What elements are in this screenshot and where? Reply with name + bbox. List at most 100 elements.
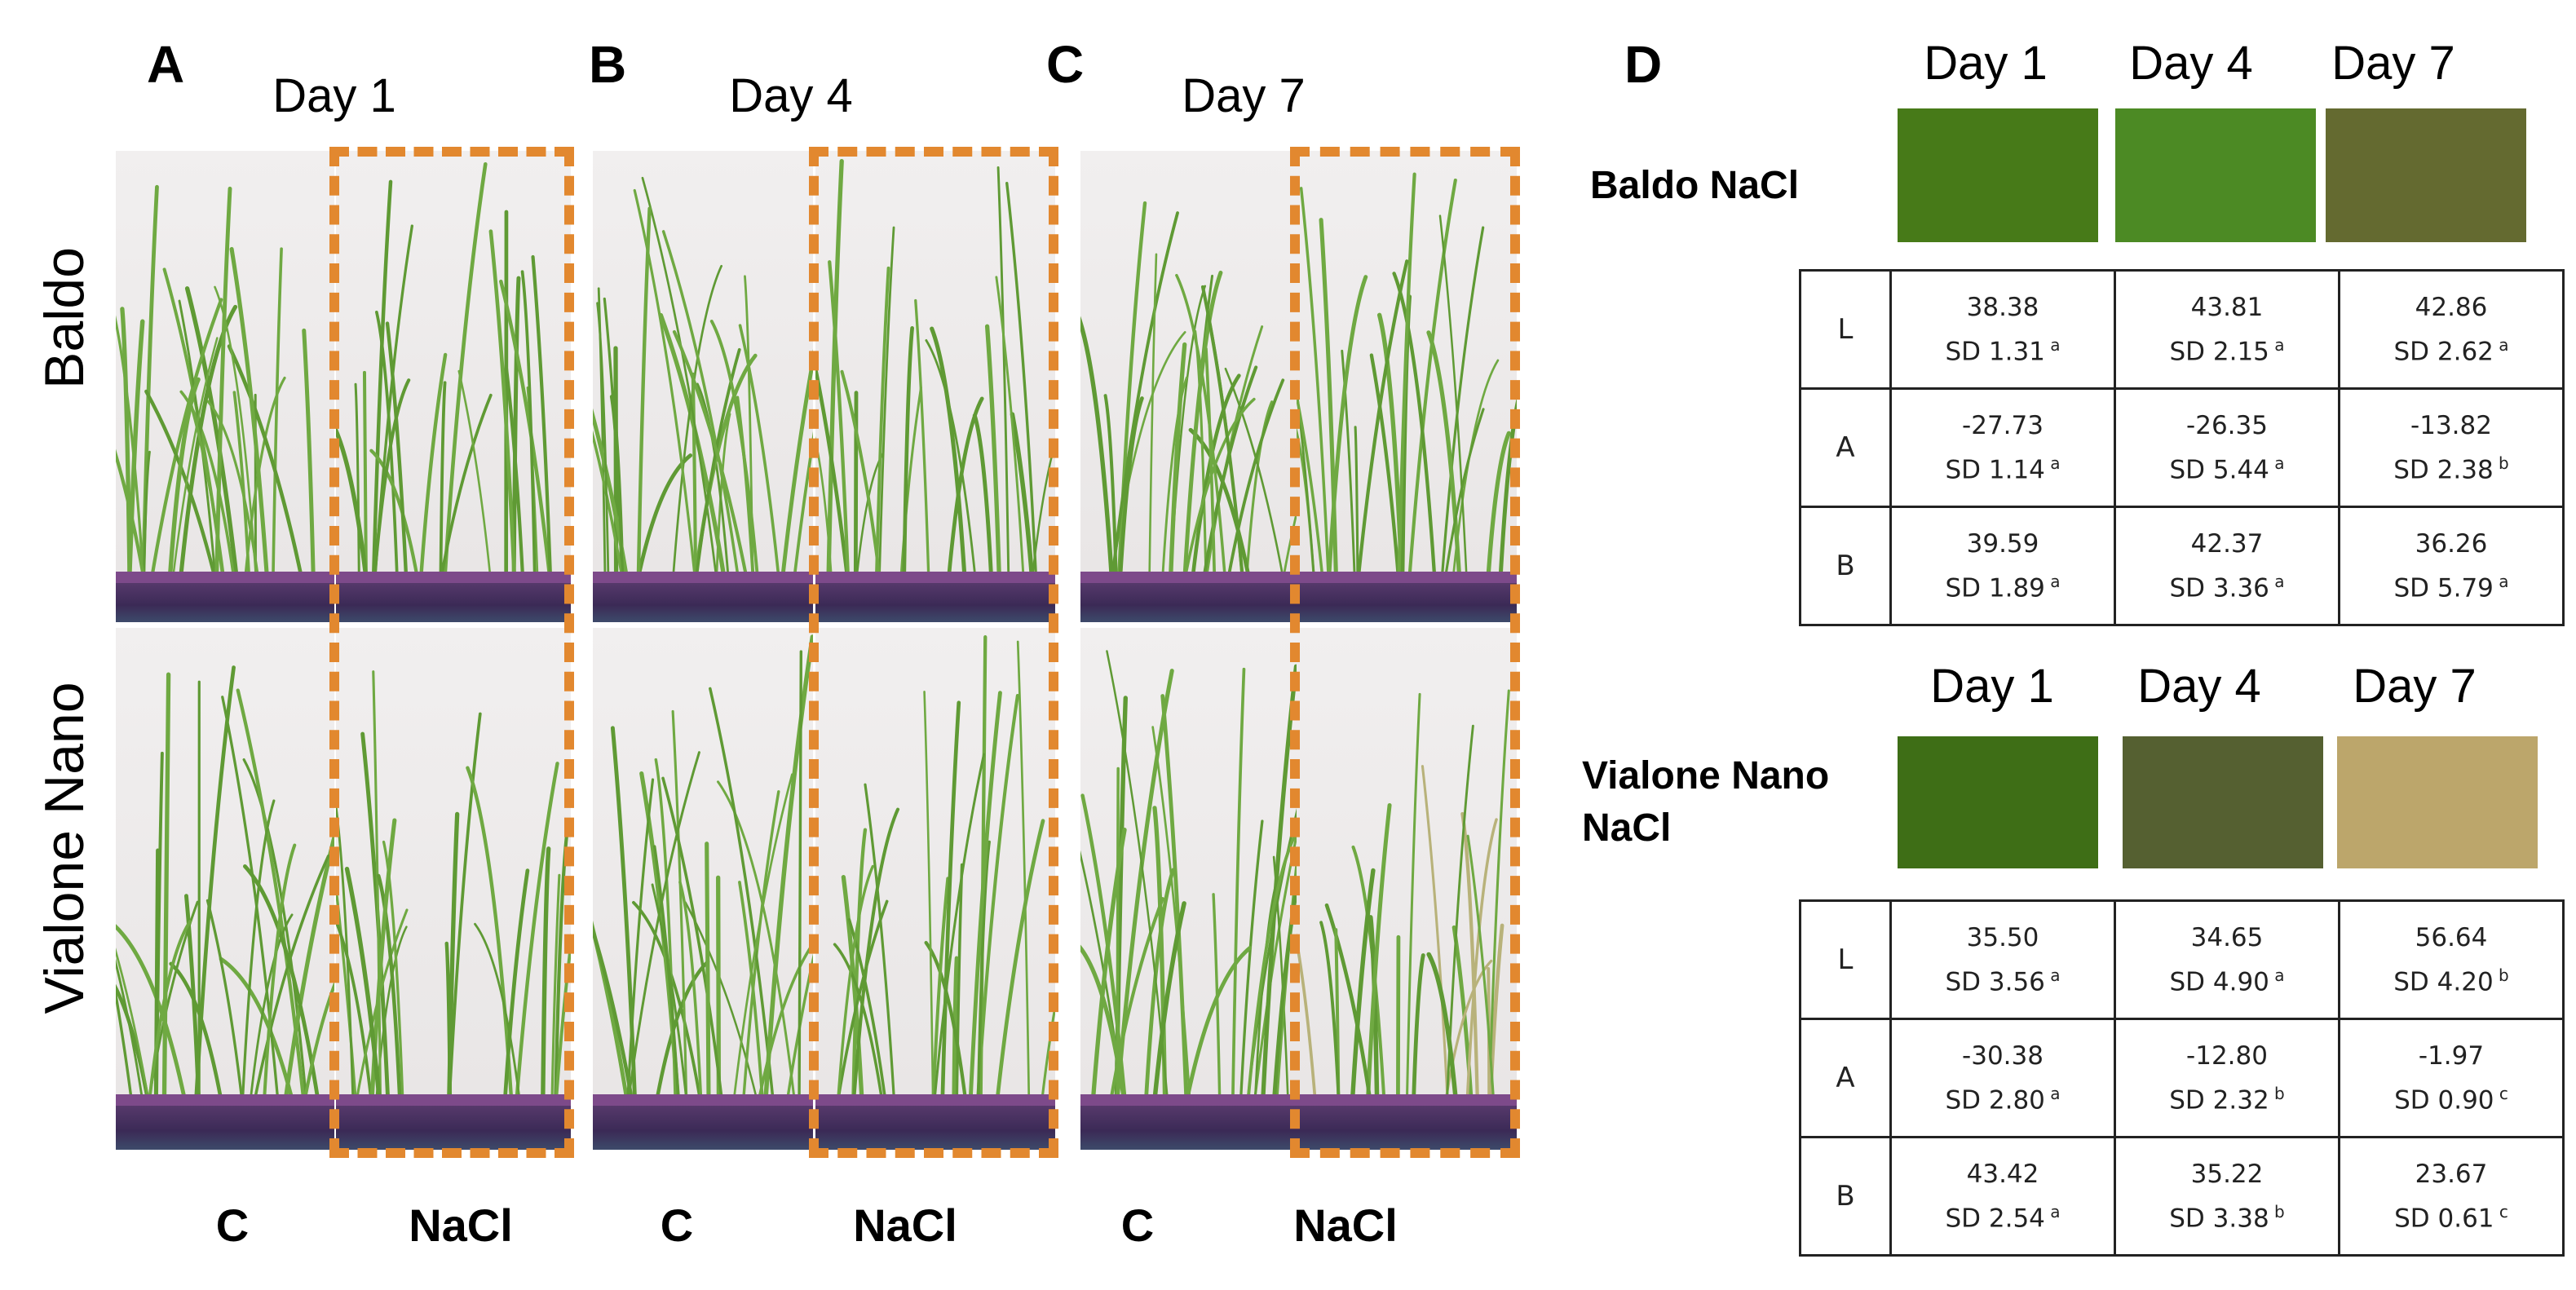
plant-leaf	[1299, 187, 1331, 581]
plant-leaf	[439, 381, 447, 581]
plant-leaf	[780, 349, 813, 582]
lab-sd-line: SD 3.56 a	[1893, 956, 2113, 1001]
vialone-label-line2: NaCl	[1582, 806, 1672, 850]
significance-letter: c	[2494, 1083, 2508, 1103]
plant-leaf	[836, 899, 889, 1105]
plant-leaf	[242, 758, 308, 1104]
panel-a-day-title: Day 1	[272, 69, 396, 122]
plant-photo-b-vialone-nacl	[815, 628, 1055, 1150]
plant-leaf	[184, 286, 240, 582]
plant-leaf	[116, 924, 188, 1105]
plant-leaf	[610, 726, 638, 1105]
plant-leaf	[252, 855, 330, 1105]
plant-leaf	[272, 247, 283, 581]
lab-row-key: B	[1799, 506, 1892, 626]
significance-letter: a	[2269, 965, 2285, 985]
plant-illustration	[833, 635, 1055, 1106]
plant-leaf	[1466, 834, 1496, 1104]
plant-leaf	[149, 298, 223, 582]
plant-leaf	[1080, 793, 1128, 1105]
significance-letter: b	[2269, 1201, 2285, 1222]
plant-leaf	[636, 206, 652, 582]
plant-leaf	[1080, 316, 1115, 582]
treatment-label-c-nacl: NaCl	[1293, 1199, 1398, 1251]
plant-photo-c-baldo-nacl	[1297, 151, 1517, 622]
plant-leaf	[369, 448, 420, 582]
significance-letter: a	[2044, 453, 2061, 473]
lab-row-key: B	[1799, 1136, 1892, 1257]
plant-leaf	[1356, 259, 1409, 582]
plant-leaf	[933, 753, 986, 1104]
plant-leaf	[1245, 400, 1274, 581]
lab-sd-value: SD 1.89	[1945, 573, 2045, 603]
lab-sd-value: SD 2.54	[1945, 1204, 2045, 1234]
plant-leaf	[418, 352, 448, 582]
plant-leaf	[877, 226, 895, 581]
plant-leaf	[1426, 952, 1459, 1106]
plant-leaf	[376, 873, 402, 1105]
plant-leaf	[302, 328, 316, 582]
significance-letter: b	[2493, 453, 2509, 473]
treatment-label-a-nacl: NaCl	[409, 1199, 513, 1251]
plant-leaf	[382, 840, 404, 1105]
plant-leaf	[968, 691, 1002, 1105]
plant-leaf	[1148, 253, 1158, 581]
plant-leaf	[1016, 640, 1031, 1104]
lab-sd-value: SD 2.80	[1945, 1085, 2045, 1115]
lab-sd-value: SD 5.79	[2393, 573, 2494, 603]
significance-letter: a	[2269, 453, 2285, 473]
vialone-day7-color-swatch	[2337, 736, 2538, 868]
lab-mean-value: 42.86	[2415, 292, 2488, 322]
plant-leaf	[232, 391, 251, 581]
plant-leaf	[1487, 689, 1510, 1104]
lab-sd-value: SD 3.56	[1945, 967, 2045, 997]
seedling-tray	[1297, 1094, 1517, 1150]
plant-leaf	[550, 873, 561, 1104]
plant-leaf	[1090, 827, 1127, 1106]
seedling-tray	[815, 571, 1055, 622]
plant-photo-a-vialone-nacl	[336, 628, 571, 1150]
plant-leaf	[995, 276, 1025, 581]
plant-leaf	[439, 393, 493, 581]
vialone-label-line1: Vialone Nano	[1582, 754, 1830, 797]
lab-sd-value: SD 4.90	[2169, 967, 2269, 997]
lab-mean-value: 35.22	[2190, 1159, 2264, 1189]
plant-leaf	[798, 650, 803, 1105]
lab-sd-value: SD 3.36	[2169, 573, 2269, 603]
lab-mean-value: 43.42	[1966, 1159, 2039, 1189]
plant-leaf	[1443, 959, 1493, 1104]
plant-leaf	[1397, 172, 1416, 582]
lab-sd-line: SD 1.14 a	[1893, 444, 2113, 488]
plant-leaf	[344, 866, 382, 1106]
plant-leaf	[520, 270, 537, 581]
treatment-label-b-control: C	[660, 1199, 694, 1251]
lab-mean-value: 23.67	[2415, 1159, 2488, 1189]
plant-leaf	[1407, 178, 1457, 582]
plant-leaf	[488, 229, 517, 582]
lab-sd-line: SD 2.15 a	[2117, 326, 2337, 370]
plant-photo-a-baldo-nacl	[336, 151, 571, 622]
plant-leaf	[940, 700, 961, 1105]
plant-leaf	[709, 687, 775, 1105]
lab-sd-value: SD 1.14	[1945, 455, 2045, 485]
lab-sd-line: SD 3.36 a	[2117, 563, 2337, 607]
plant-illustration	[593, 176, 813, 582]
plant-leaf	[188, 400, 226, 581]
lab-sd-line: SD 1.31 a	[1893, 326, 2113, 370]
plant-leaf	[1161, 376, 1188, 581]
plant-leaf	[531, 254, 553, 582]
lab-mean-value: -1.97	[2418, 1040, 2485, 1071]
lab-sd-line: SD 1.89 a	[1893, 563, 2113, 607]
plant-leaf	[375, 310, 399, 581]
lab-mean-value: 43.81	[2190, 292, 2264, 322]
plant-leaf	[1440, 226, 1485, 581]
lab-sd-value: SD 1.31	[1945, 337, 2045, 367]
